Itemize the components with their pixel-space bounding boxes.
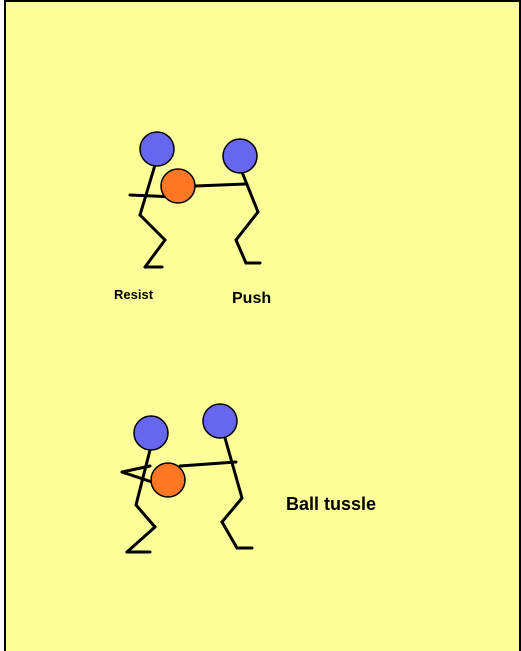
ball-bottom [150, 462, 186, 498]
push-label: Push [232, 290, 272, 307]
ball-top [160, 168, 196, 204]
push-head [222, 138, 258, 174]
tussle-left-head [133, 415, 169, 451]
tussle-right-figure [178, 436, 254, 550]
ball-tussle-label: Ball tussle [286, 494, 377, 514]
resist-label: Resist [114, 287, 154, 302]
push-figure [193, 170, 262, 265]
tussle-right-head [202, 403, 238, 439]
resist-head [139, 131, 175, 167]
diagram-canvas [4, 0, 521, 651]
